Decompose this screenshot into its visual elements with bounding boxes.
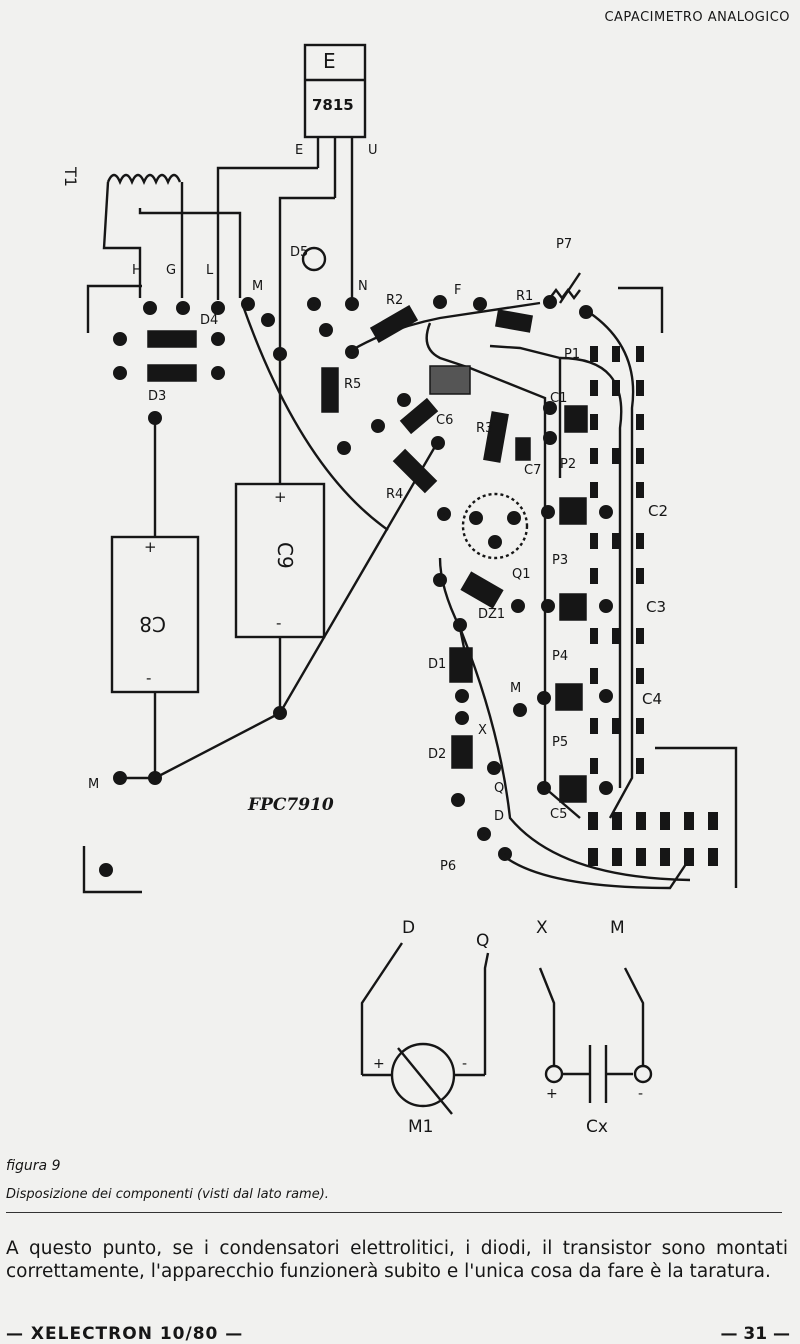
label-cx: Cx (586, 1117, 608, 1137)
label-h: H (132, 263, 142, 278)
label-q-sym: Q (476, 931, 489, 951)
label-d-sym: D (402, 918, 415, 938)
label-q: Q (494, 781, 504, 796)
label-c7: C7 (524, 463, 541, 478)
component-layout-figure: E 7815 E U T1 H G L M N F D5 D4 D3 R2 R1… (0, 28, 800, 1158)
label-d4: D4 (200, 313, 218, 328)
capacitor-c7 (515, 437, 531, 461)
label-r3: R3 (476, 421, 493, 436)
label-d5: D5 (290, 245, 308, 260)
footer-publication: — XELECTRON 10/80 — (6, 1324, 244, 1344)
label-p6: P6 (440, 859, 456, 874)
label-r1: R1 (516, 289, 533, 304)
diode-d2 (451, 735, 473, 769)
label-p3: P3 (552, 553, 568, 568)
label-m1: M1 (408, 1117, 433, 1137)
transistor-q1 (461, 492, 529, 560)
label-t1: T1 (61, 166, 80, 187)
capacitor-c6 (399, 397, 439, 435)
running-header: CAPACIMETRO ANALOGICO (604, 10, 790, 25)
label-c3: C3 (646, 598, 666, 616)
label-q1: Q1 (512, 567, 531, 582)
label-r4: R4 (386, 487, 403, 502)
label-m-sym: M (610, 918, 625, 938)
label-d3: D3 (148, 389, 166, 404)
label-p7: P7 (556, 237, 572, 252)
label-x: X (478, 723, 487, 738)
label-c2: C2 (648, 502, 668, 520)
label-minus-c8: - (146, 669, 151, 687)
label-minus-m1: - (462, 1056, 467, 1072)
resistor-r1 (495, 309, 533, 333)
capacitor-c2 (559, 497, 587, 525)
ic-body (429, 365, 471, 395)
label-plus-cx: + (546, 1086, 558, 1102)
label-plus-m1: + (373, 1056, 385, 1072)
resistor-r3 (483, 411, 509, 463)
label-c8: C8 (139, 612, 166, 636)
label-plus-c8: + (144, 538, 157, 556)
label-minus-c9: - (276, 614, 281, 632)
footer-page-number: — 31 — (720, 1324, 791, 1344)
label-plus-c9: + (274, 488, 287, 506)
label-m-ground: M (88, 777, 99, 792)
label-dz1: DZ1 (478, 607, 505, 622)
label-n: N (358, 279, 368, 294)
label-m: M (252, 279, 263, 294)
resistor-r4 (392, 448, 438, 494)
label-c4: C4 (642, 690, 662, 708)
label-e: E (295, 143, 303, 158)
label-minus-cx: - (638, 1086, 643, 1102)
pcb-diagram: E 7815 E U T1 H G L M N F D5 D4 D3 R2 R1… (61, 43, 738, 1137)
label-p2: P2 (560, 457, 576, 472)
label-p5: P5 (552, 735, 568, 750)
label-r2: R2 (386, 293, 403, 308)
label-p4: P4 (552, 649, 568, 664)
resistor-r5 (321, 367, 339, 413)
capacitor-c3 (559, 593, 587, 621)
label-d: D (494, 809, 504, 824)
resistor-r2 (369, 305, 419, 343)
zener-dz1 (460, 571, 504, 609)
label-c5: C5 (550, 807, 567, 822)
label-f: F (454, 283, 461, 298)
label-m-board: M (510, 681, 521, 696)
diode-d1 (449, 647, 473, 683)
capacitor-c5 (559, 775, 587, 803)
label-r5: R5 (344, 377, 361, 392)
regulator-pin-label: E (323, 49, 336, 73)
label-d1: D1 (428, 657, 446, 672)
board-code: FPC7910 (247, 795, 334, 815)
label-d2: D2 (428, 747, 446, 762)
label-c1: C1 (550, 391, 567, 406)
diode-d3 (147, 364, 197, 382)
regulator-label: 7815 (312, 96, 354, 114)
capacitor-c4 (555, 683, 583, 711)
label-g: G (166, 263, 176, 278)
figure-number: figura 9 (6, 1158, 61, 1174)
body-paragraph: A questo punto, se i condensatori elettr… (6, 1238, 788, 1282)
label-p1: P1 (564, 347, 580, 362)
diode-d4 (147, 330, 197, 348)
transformer-coil (106, 173, 182, 186)
capacitor-c1 (564, 405, 588, 433)
label-c6: C6 (436, 413, 453, 428)
caption-divider (6, 1212, 782, 1213)
label-l: L (206, 263, 214, 278)
label-c9: C9 (273, 542, 297, 569)
figure-caption: Disposizione dei componenti (visti dal l… (6, 1187, 329, 1202)
label-u: U (368, 143, 378, 158)
label-x-sym: X (536, 918, 548, 938)
